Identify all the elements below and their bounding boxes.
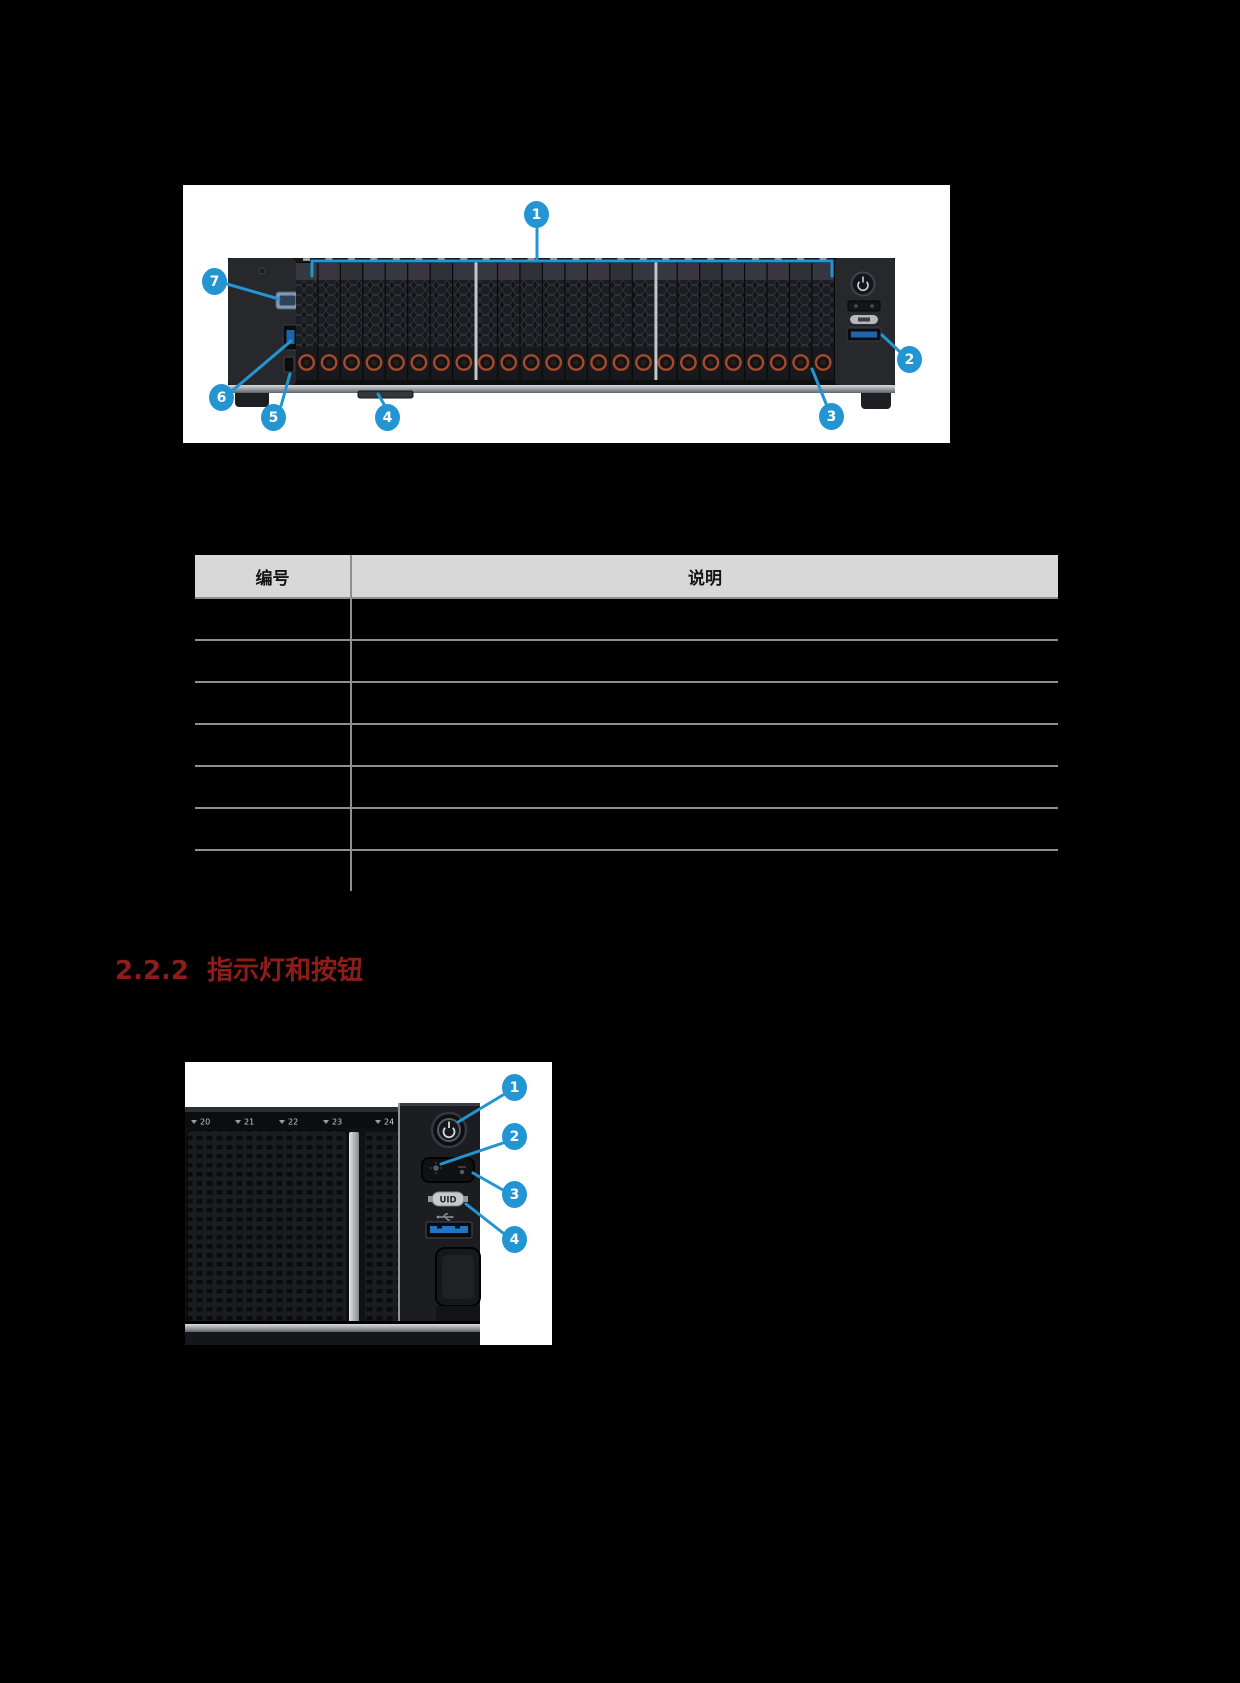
- uid-button-icon: UID: [428, 1191, 468, 1207]
- usb-port-icon: [425, 1221, 473, 1239]
- table-header-row: 编号 说明: [195, 555, 1058, 597]
- bottom-rail: [228, 385, 895, 393]
- asset-tag-tab: [357, 390, 414, 399]
- perforated-bezel-left: [186, 1129, 348, 1325]
- uid-button-small-icon: [850, 315, 878, 324]
- cell-description: [352, 851, 1058, 891]
- callout-3-line: [810, 367, 829, 408]
- bottom-rail: [185, 1324, 480, 1332]
- drive-number-labels: 20 21 22 23 24: [191, 1118, 394, 1127]
- section-title: 指示灯和按钮: [207, 956, 364, 986]
- cell-number: [195, 599, 352, 639]
- callout-6-line: [230, 339, 293, 393]
- table-row: [195, 639, 1058, 681]
- callout-badge-1: 1: [502, 1074, 527, 1101]
- server-front-illustration: [225, 227, 901, 409]
- callout-badge-6: 6: [209, 384, 234, 411]
- perforated-bezel-right: [365, 1132, 398, 1324]
- callout-2-line: [880, 333, 901, 353]
- callout-badge-3: 3: [819, 403, 844, 430]
- bezel-divider: [349, 1132, 359, 1324]
- health-indicator-icon: [430, 1162, 442, 1174]
- callout-1-line: [456, 1093, 505, 1124]
- callout-lines: [225, 227, 901, 408]
- section-heading: 2.2.2 指示灯和按钮: [115, 950, 363, 987]
- callout-4-line: [464, 1202, 505, 1235]
- service-port-icon: [283, 356, 295, 373]
- callout-badge-4: 4: [502, 1226, 527, 1253]
- indicator-strip-icon: [847, 300, 881, 312]
- cell-number: [195, 683, 352, 723]
- callout-badge-1: 1: [524, 201, 549, 228]
- callout-badge-5: 5: [261, 404, 286, 431]
- callout-badge-7: 7: [202, 268, 227, 295]
- bay-divider: [474, 262, 478, 380]
- callout-badge-3: 3: [502, 1181, 527, 1208]
- table-header-description: 说明: [688, 568, 722, 589]
- callout-3-line: [471, 1171, 505, 1192]
- cell-description: [352, 725, 1058, 765]
- table-row: [195, 807, 1058, 849]
- drive-number-strip: [185, 1112, 398, 1128]
- table-row: [195, 681, 1058, 723]
- cell-description: [352, 599, 1058, 639]
- status-indicator-icon: [458, 1166, 466, 1175]
- callout-7-line: [225, 282, 281, 301]
- power-button-icon: [430, 1111, 468, 1149]
- table-row: [195, 849, 1058, 891]
- power-button-icon: [850, 271, 876, 297]
- section-number: 2.2.2: [115, 956, 190, 986]
- cell-number: [195, 851, 352, 891]
- uid-button-label: UID: [439, 1196, 456, 1206]
- table-header-number: 编号: [195, 555, 352, 597]
- bay-divider: [654, 262, 658, 380]
- callout-1-bracket: [310, 227, 834, 278]
- cell-number: [195, 725, 352, 765]
- cell-description: [352, 809, 1058, 849]
- cell-number: [195, 809, 352, 849]
- drive-number-label: 23: [332, 1118, 342, 1127]
- callout-badge-4: 4: [375, 404, 400, 431]
- callout-2-line: [439, 1141, 505, 1166]
- control-panel-illustration: 20 21 22 23 24: [185, 1093, 505, 1345]
- callout-5-line: [279, 372, 292, 408]
- table-row: [195, 765, 1058, 807]
- cell-description: [352, 641, 1058, 681]
- cell-number: [195, 767, 352, 807]
- callout-badge-2: 2: [502, 1123, 527, 1150]
- callout-badge-2: 2: [897, 346, 922, 373]
- drive-bays: [296, 258, 834, 380]
- cell-description: [352, 767, 1058, 807]
- usb-port-right-icon: [846, 327, 882, 342]
- callout-description-table: 编号 说明: [195, 555, 1058, 891]
- figure-control-panel: 20 21 22 23 24: [185, 1062, 552, 1345]
- cell-description: [352, 683, 1058, 723]
- callout-lines: [439, 1093, 505, 1235]
- drive-number-label: 20: [200, 1118, 210, 1127]
- table-row: [195, 723, 1058, 765]
- indicator-panel: [421, 1157, 475, 1183]
- usb-symbol-icon: [436, 1213, 455, 1221]
- drive-number-label: 21: [244, 1118, 254, 1127]
- vga-port-icon: [275, 291, 300, 310]
- table-row: [195, 597, 1058, 639]
- figure-server-front: 1 2 3 4 5 6 7: [183, 185, 950, 443]
- rack-latch-handle: [435, 1247, 481, 1326]
- drive-number-label: 24: [384, 1118, 394, 1127]
- cell-number: [195, 641, 352, 681]
- drive-number-label: 22: [288, 1118, 298, 1127]
